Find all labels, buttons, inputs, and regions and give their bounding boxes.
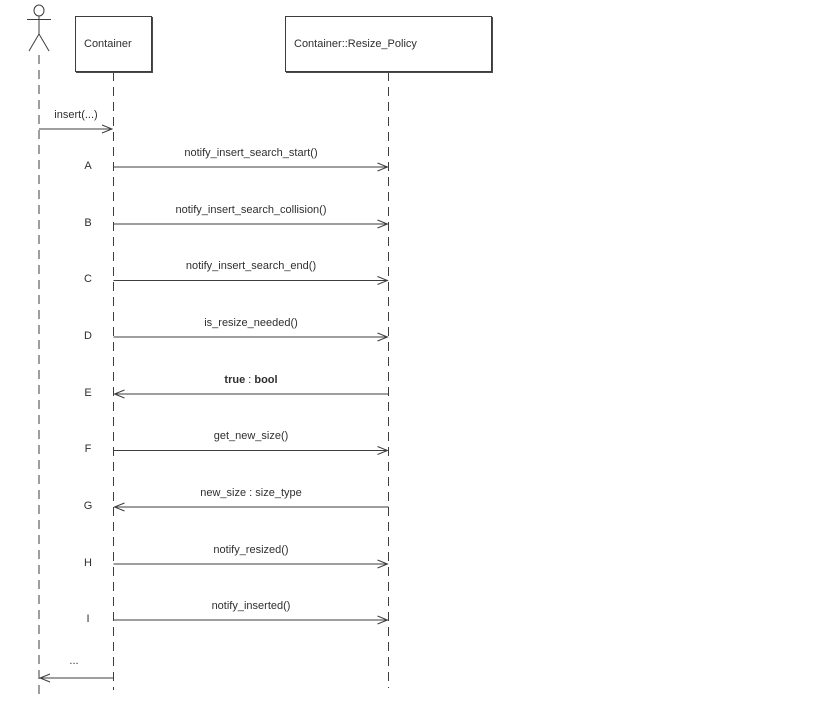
actor-icon	[27, 4, 51, 52]
message-letter-b: B	[84, 217, 92, 229]
message-letter-i: I	[86, 613, 90, 625]
message-label-d: is_resize_needed()	[204, 317, 298, 329]
message-label-g: new_size : size_type	[200, 487, 302, 499]
message-letter-c: C	[84, 273, 92, 285]
message-letter-e: E	[84, 387, 92, 399]
message-label-b: notify_insert_search_collision()	[175, 204, 327, 216]
message-label-i: notify_inserted()	[211, 600, 291, 612]
message-label-a: notify_insert_search_start()	[184, 147, 318, 159]
participant-label-resize-policy: Container::Resize_Policy	[294, 38, 417, 50]
message-label-return: ...	[69, 655, 79, 667]
message-letter-a: A	[84, 160, 92, 172]
message-label-insert: insert(...)	[54, 109, 98, 121]
participant-box-container: Container	[75, 16, 152, 72]
message-letter-d: D	[84, 330, 92, 342]
participant-box-resize-policy: Container::Resize_Policy	[285, 16, 492, 72]
participant-label-container: Container	[84, 38, 132, 50]
message-label-h: notify_resized()	[213, 544, 289, 556]
message-label-c: notify_insert_search_end()	[185, 260, 317, 272]
message-label-f: get_new_size()	[213, 430, 289, 442]
message-letter-g: G	[83, 500, 93, 512]
message-letter-f: F	[84, 443, 92, 455]
message-label-e: true : bool	[224, 374, 278, 386]
message-letter-h: H	[84, 557, 92, 569]
